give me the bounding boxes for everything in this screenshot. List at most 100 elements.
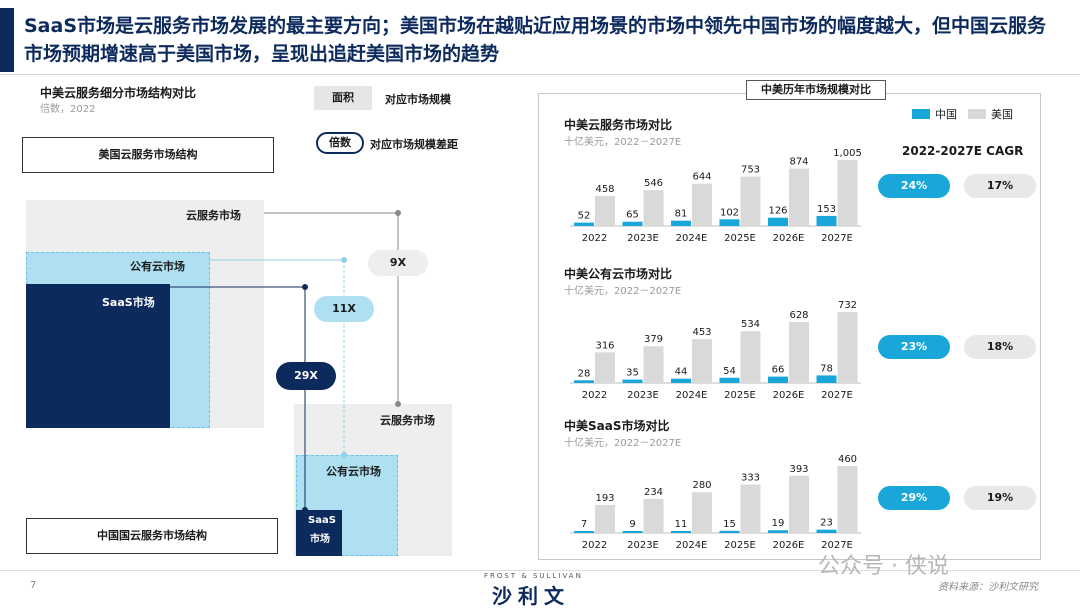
chart-3-label-us-1: 234 (644, 487, 663, 498)
us-saas-area (26, 284, 170, 428)
chart-3-tick-5: 2027E (821, 540, 853, 551)
chart-2-bar-cn-4 (768, 376, 788, 383)
chart-3-bar-us-4 (789, 475, 809, 533)
logo-frost-sullivan: FROST & SULLIVAN (484, 572, 583, 580)
chart-3-tick-4: 2026E (773, 540, 805, 551)
chart-1-label-cn-1: 65 (626, 210, 639, 221)
chart-3-tick-2: 2024E (676, 540, 708, 551)
chart-1-label-us-0: 458 (595, 184, 614, 195)
page-title: SaaS市场是云服务市场发展的最主要方向；美国市场在越贴近应用场景的市场中领先中… (24, 15, 1047, 65)
title-divider (0, 74, 1080, 75)
chart-1-bar-cn-3 (719, 219, 740, 226)
chart-1-label-us-3: 753 (741, 165, 760, 176)
chart-2-label-cn-3: 54 (723, 366, 736, 377)
chart-1-tick-0: 2022 (582, 233, 607, 244)
chart-3-bar-us-1 (643, 498, 664, 533)
chart-2-bar-us-1 (643, 346, 664, 383)
chart-3-label-us-5: 460 (838, 454, 857, 465)
chart-3-label-us-0: 193 (595, 493, 614, 504)
chart-1-tick-2: 2024E (676, 233, 708, 244)
chart-2-bar-us-5 (837, 312, 858, 383)
chart-3-subtitle: 十亿美元，2022－2027E (564, 438, 682, 449)
watermark: 公众号 · 侠说 (818, 554, 949, 579)
cn-saas-area (296, 510, 342, 556)
chart-2-bar-us-3 (740, 331, 761, 383)
legend-area-text: 对应市场规模 (385, 93, 451, 106)
chart-3-bar-cn-0 (574, 531, 594, 533)
chart-2-bar-cn-5 (816, 375, 837, 383)
chart-2-label-us-5: 732 (838, 300, 857, 311)
chart-2-tick-2: 2024E (676, 390, 708, 401)
chart-2-tick-5: 2027E (821, 390, 853, 401)
legend-area-box: 面积 (314, 86, 372, 110)
history-panel-title: 中美历年市场规模对比 (746, 80, 886, 100)
cn-structure-label: 中国国云服务市场结构 (26, 518, 278, 554)
cagr-cn-saas: 29% (878, 486, 950, 510)
chart-2-tick-3: 2025E (724, 390, 756, 401)
chart-1-bar-cn-2 (671, 220, 691, 226)
title-accent-bar (0, 8, 14, 72)
chart-2-bar-us-4 (789, 322, 809, 383)
page-number: 7 (30, 580, 37, 591)
left-section-title: 中美云服务细分市场结构对比 (40, 86, 197, 100)
legend-cn-swatch (912, 109, 930, 119)
cn-saas-label-line2: 市场 (310, 534, 330, 545)
chart-3-tick-3: 2025E (724, 540, 756, 551)
legend-us-text: 美国 (991, 108, 1013, 121)
chart-3-bar-us-0 (595, 504, 615, 533)
us-structure-label: 美国云服务市场结构 (22, 137, 274, 173)
chart-3-bar-cn-5 (816, 529, 837, 533)
chart-3-label-cn-0: 7 (581, 519, 587, 530)
chart-3-bar-cn-3 (719, 530, 740, 533)
cagr-title: 2022-2027E CAGR (902, 144, 1024, 158)
chart-2-label-us-3: 534 (741, 319, 760, 330)
chart-3-label-cn-3: 15 (723, 519, 736, 530)
us-cloud-label: 云服务市场 (186, 209, 241, 222)
chart-1-label-us-1: 546 (644, 178, 663, 189)
chart-3-bar-us-5 (837, 466, 858, 533)
chart-2-tick-4: 2026E (773, 390, 805, 401)
legend-multiple-text: 对应市场规模差距 (370, 138, 458, 151)
cn-public-cloud-label: 公有云市场 (326, 465, 381, 478)
chart-1-tick-4: 2026E (773, 233, 805, 244)
chart-3-label-cn-4: 19 (772, 518, 785, 529)
cagr-cn-cloud: 24% (878, 174, 950, 198)
chart-1-tick-3: 2025E (724, 233, 756, 244)
cagr-cn-public: 23% (878, 335, 950, 359)
chart-2-title: 中美公有云市场对比 (564, 267, 673, 281)
chart-2-bar-cn-0 (574, 380, 594, 383)
chart-1-label-cn-5: 153 (817, 204, 836, 215)
chart-2-label-us-2: 453 (692, 327, 711, 338)
chart-1-bar-us-0 (595, 195, 615, 226)
chart-1-label-us-5: 1,005 (833, 148, 862, 159)
chart-1-label-us-4: 874 (789, 157, 808, 168)
chart-2-label-us-0: 316 (595, 340, 614, 351)
chart-1-bar-us-1 (643, 190, 664, 226)
cn-cloud-label: 云服务市场 (380, 414, 435, 427)
logo-main: 沙利文 (492, 584, 570, 608)
chart-3-label-cn-2: 11 (675, 519, 688, 530)
chart-2-label-cn-5: 78 (820, 363, 833, 374)
legend-us-swatch (968, 109, 986, 119)
chart-1-label-cn-4: 126 (768, 206, 787, 217)
chart-2-bar-cn-2 (671, 378, 691, 383)
chart-1-bar-us-4 (789, 168, 809, 226)
chart-2-tick-0: 2022 (582, 390, 607, 401)
legend-cn-text: 中国 (935, 108, 957, 121)
chart-2-label-us-4: 628 (789, 310, 808, 321)
chart-1-label-us-2: 644 (692, 172, 711, 183)
chart-1-bar-cn-4 (768, 217, 788, 226)
us-saas-label: SaaS市场 (102, 296, 155, 309)
chart-2-label-cn-4: 66 (772, 365, 785, 376)
chart-1-bar-us-3 (740, 176, 761, 226)
chart-3-title: 中美SaaS市场对比 (564, 419, 670, 433)
chart-1-subtitle: 十亿美元，2022－2027E (564, 137, 682, 148)
chart-3-bar-cn-4 (768, 530, 788, 533)
connector-lines (170, 210, 401, 513)
chart-3-label-us-2: 280 (692, 480, 711, 491)
chart-3-tick-0: 2022 (582, 540, 607, 551)
source-note: 资料来源：沙利文研究 (938, 582, 1038, 593)
chart-3-label-cn-5: 23 (820, 518, 833, 529)
chart-1-label-cn-2: 81 (675, 209, 688, 220)
